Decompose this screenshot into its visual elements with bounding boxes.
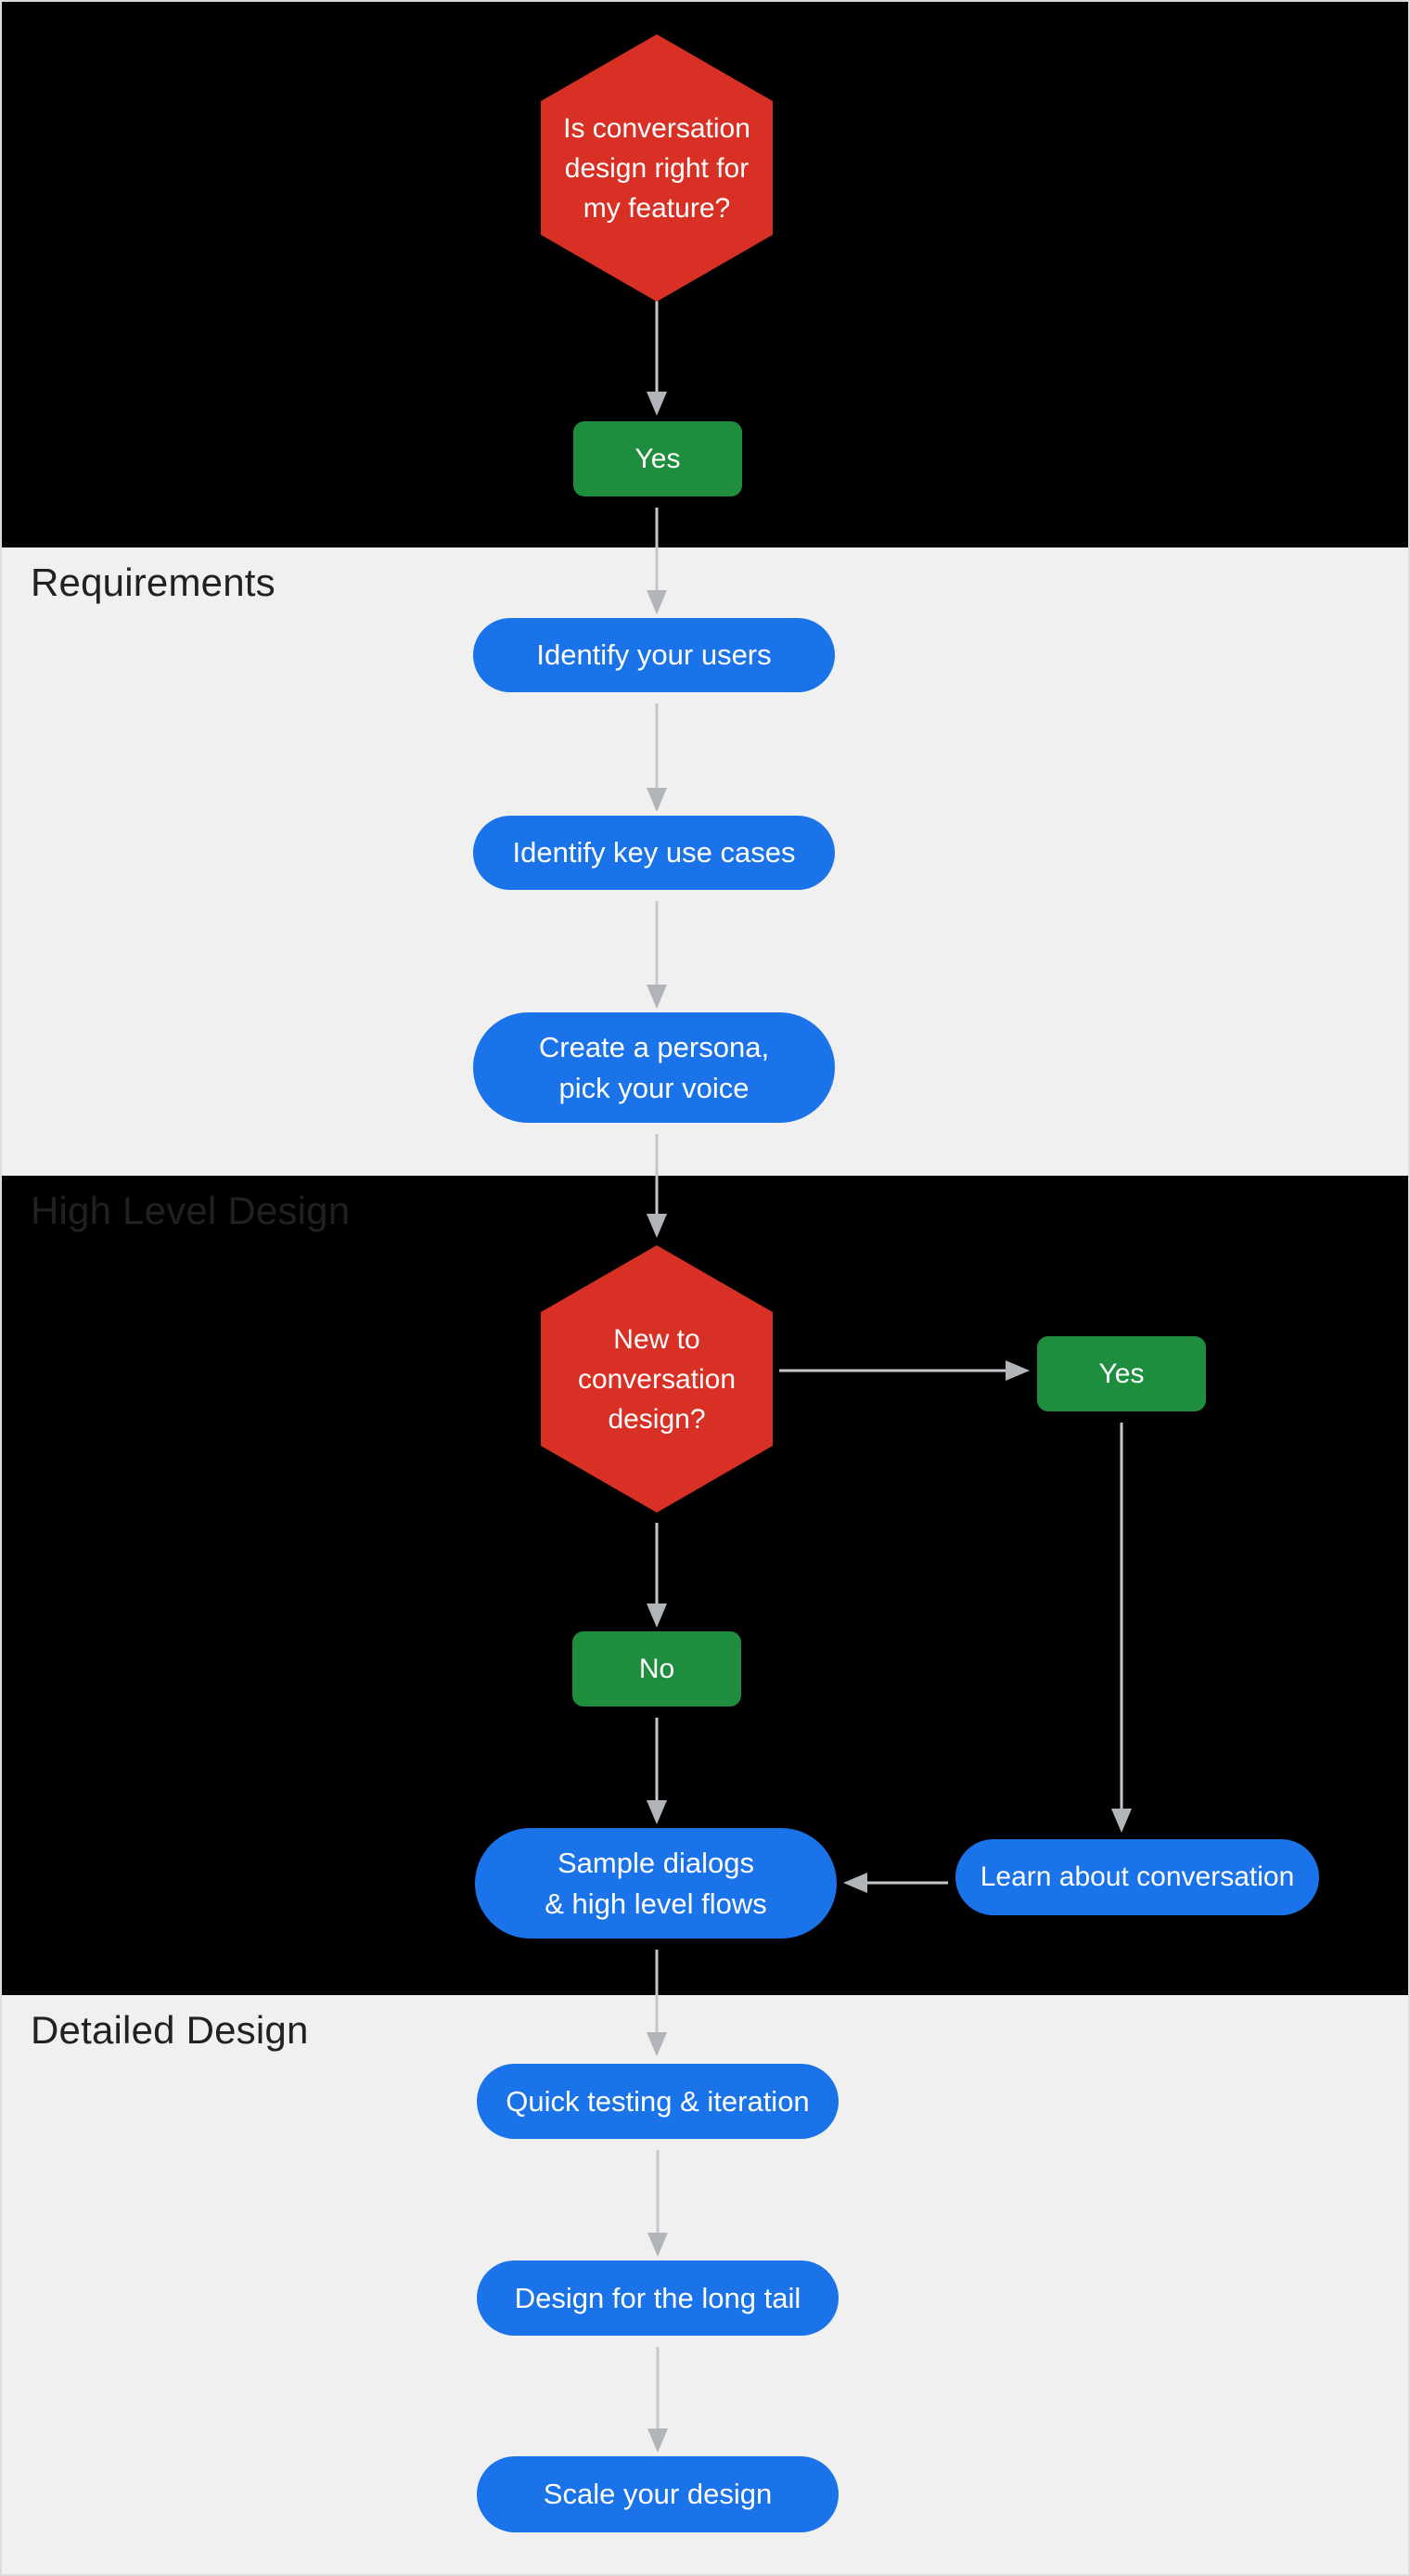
section-label-high-level-design: High Level Design xyxy=(31,1189,351,1232)
step-quick-testing-iteration-button[interactable]: Quick testing & iteration xyxy=(477,2064,839,2139)
decision-new-to-conversation-design: New to conversation design? xyxy=(541,1245,773,1513)
step-scale-your-design-button[interactable]: Scale your design xyxy=(477,2456,839,2532)
step-learn-about-conversation-button[interactable]: Learn about conversation xyxy=(955,1839,1319,1915)
step-sample-dialogs-high-level-flows-button[interactable]: Sample dialogs & high level flows xyxy=(475,1828,837,1938)
step-identify-your-users-button[interactable]: Identify your users xyxy=(473,618,835,692)
answer-yes-top-button[interactable]: Yes xyxy=(573,421,742,496)
answer-yes-right-button[interactable]: Yes xyxy=(1037,1336,1206,1411)
step-design-for-long-tail-button[interactable]: Design for the long tail xyxy=(477,2260,839,2336)
step-identify-key-use-cases-button[interactable]: Identify key use cases xyxy=(473,816,835,890)
answer-no-button[interactable]: No xyxy=(572,1631,741,1707)
section-label-requirements: Requirements xyxy=(31,560,276,604)
decision-is-conversation-design-right: Is conversation design right for my feat… xyxy=(541,34,773,302)
step-create-persona-pick-voice-button[interactable]: Create a persona, pick your voice xyxy=(473,1012,835,1123)
section-label-detailed-design: Detailed Design xyxy=(31,2008,309,2052)
